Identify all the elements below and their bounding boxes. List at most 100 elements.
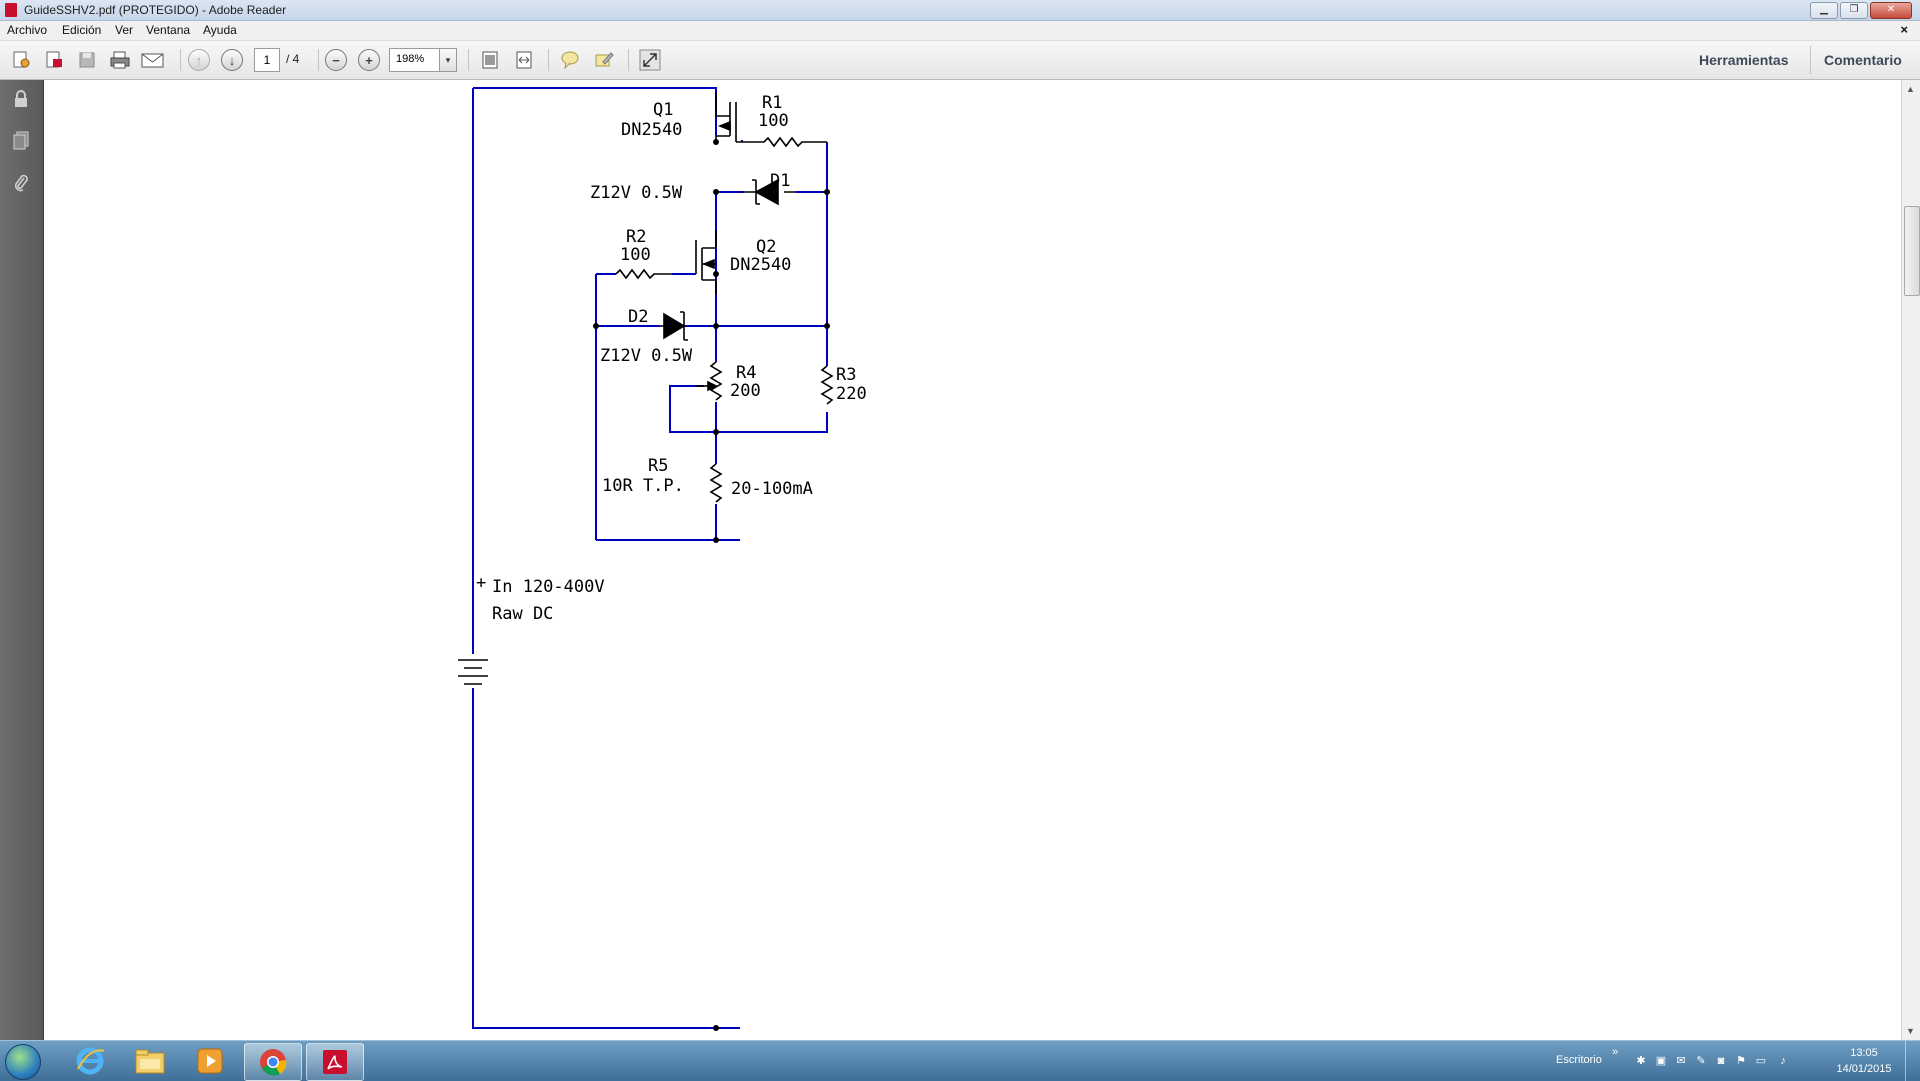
r5-value-label: 10R T.P. (602, 476, 684, 496)
q2-name-label: Q2 (756, 237, 776, 257)
expand-icon[interactable] (638, 49, 662, 71)
r3-resistor (820, 365, 834, 405)
media-player-icon[interactable] (182, 1043, 238, 1079)
d1-rating-label: Z12V 0.5W (590, 183, 683, 203)
page-number-input[interactable]: 1 (254, 48, 280, 72)
zoom-in-button[interactable]: + (357, 49, 381, 71)
r2-name-label: R2 (626, 227, 646, 247)
scroll-thumb[interactable] (1904, 206, 1920, 296)
previous-page-button[interactable]: ↑ (187, 49, 211, 71)
menu-archivo[interactable]: Archivo (7, 23, 48, 37)
lock-icon[interactable] (10, 88, 32, 110)
highlight-icon[interactable] (592, 49, 616, 71)
file-explorer-icon[interactable] (122, 1043, 178, 1079)
input-type-label: Raw DC (492, 604, 553, 624)
pages-icon[interactable] (10, 130, 32, 152)
show-desktop-button[interactable] (1905, 1041, 1920, 1081)
r5-name-label: R5 (648, 456, 668, 476)
r4-value-label: 200 (730, 381, 761, 401)
schematic-components (458, 92, 834, 685)
fit-width-icon[interactable] (512, 49, 536, 71)
scroll-up-icon[interactable]: ▲ (1906, 84, 1915, 94)
toolbar (0, 41, 1920, 80)
export-pdf-icon[interactable] (42, 49, 66, 71)
bluetooth-tray-icon[interactable]: ✉ (1676, 1055, 1686, 1067)
r3-value-label: 220 (836, 384, 867, 404)
zoom-select[interactable]: 198% ▾ (389, 48, 457, 72)
internet-explorer-icon[interactable] (62, 1043, 118, 1079)
adobe-reader-taskbar-button[interactable] (306, 1043, 364, 1081)
circuit-schematic: Q1 DN2540 R1 100 Z12V 0.5W D1 R2 100 Q2 … (458, 87, 867, 1031)
zoom-value: 198% (396, 53, 425, 65)
navigation-panel (0, 80, 44, 1040)
minimize-button[interactable]: ▁ (1810, 2, 1838, 19)
clock-time: 13:05 (1850, 1047, 1878, 1059)
update-tray-icon[interactable]: ✎ (1696, 1055, 1706, 1067)
r2-value-label: 100 (620, 245, 651, 265)
adobe-reader-icon (5, 3, 17, 17)
network-tray-icon[interactable]: ▣ (1655, 1055, 1667, 1067)
close-document-icon[interactable]: × (1900, 22, 1908, 37)
toolbar-separator (1810, 46, 1811, 74)
r1-name-label: R1 (762, 93, 782, 113)
q2-part-label: DN2540 (730, 255, 791, 275)
vertical-scrollbar[interactable]: ▲ ▼ (1901, 80, 1920, 1040)
r1-value-label: 100 (758, 111, 789, 131)
save-icon[interactable] (75, 49, 99, 71)
window-title: GuideSSHV2.pdf (PROTEGIDO) - Adobe Reade… (24, 3, 287, 17)
menu-ver[interactable]: Ver (115, 23, 134, 37)
r5-resistor (709, 463, 723, 503)
attachments-icon[interactable] (10, 172, 32, 194)
document-view[interactable]: Q1 DN2540 R1 100 Z12V 0.5W D1 R2 100 Q2 … (44, 80, 1900, 1040)
restore-button[interactable]: ❐ (1840, 2, 1868, 19)
next-page-button[interactable]: ↓ (220, 49, 244, 71)
r1-resistor (742, 136, 827, 148)
battery-plus-label: + (476, 573, 486, 593)
chevron-right-icon[interactable]: » (1612, 1046, 1619, 1058)
display-tray-icon[interactable]: ▭ (1755, 1055, 1767, 1067)
q1-arrow (717, 120, 731, 132)
start-button[interactable] (5, 1044, 41, 1080)
menu-ventana[interactable]: Ventana (146, 23, 191, 37)
chevron-down-icon[interactable]: ▾ (439, 49, 456, 71)
create-pdf-icon[interactable] (9, 49, 33, 71)
toolbar-separator (468, 49, 469, 71)
r2-resistor (615, 268, 672, 280)
schematic-junctions (593, 139, 830, 1031)
menu-ayuda[interactable]: Ayuda (203, 23, 237, 37)
email-icon[interactable] (141, 49, 165, 71)
d2-triangle (663, 312, 686, 340)
scroll-down-icon[interactable]: ▼ (1906, 1026, 1915, 1036)
current-range-label: 20-100mA (731, 479, 813, 499)
system-clock[interactable]: 13:05 14/01/2015 (1828, 1045, 1900, 1077)
desktop-toolbar-label[interactable]: Escritorio (1556, 1054, 1602, 1066)
security-tray-icon[interactable]: ◙ (1717, 1055, 1725, 1067)
chrome-taskbar-button[interactable] (244, 1043, 302, 1081)
zoom-out-button[interactable]: − (324, 49, 348, 71)
menu-bar: Archivo Edición Ver Ventana Ayuda × (0, 21, 1920, 41)
input-voltage-label: In 120-400V (492, 577, 605, 597)
tools-link[interactable]: Herramientas (1699, 52, 1789, 68)
flag-icon[interactable]: ⚑ (1736, 1055, 1746, 1067)
schematic-wires (472, 87, 828, 1029)
battery-symbol (458, 659, 488, 685)
menu-edicion[interactable]: Edición (62, 23, 102, 37)
toolbar-separator (548, 49, 549, 71)
q2-arrow (701, 258, 715, 270)
taskbar: Escritorio » ✱ ▣ ✉ ✎ ◙ ⚑ ▭ ♪ 13:05 14/01… (0, 1040, 1920, 1081)
comment-link[interactable]: Comentario (1824, 52, 1902, 68)
q1-part-label: DN2540 (621, 120, 682, 140)
r4-resistor (709, 361, 723, 401)
comment-icon[interactable] (558, 49, 582, 71)
volume-icon[interactable]: ♪ (1780, 1055, 1786, 1067)
d1-triangle (754, 178, 779, 206)
fit-page-icon[interactable] (478, 49, 502, 71)
q1-name-label: Q1 (653, 100, 673, 120)
close-window-button[interactable]: ✕ (1870, 2, 1912, 19)
q1-symbol (715, 92, 742, 143)
page-total: / 4 (286, 52, 300, 66)
r3-name-label: R3 (836, 365, 856, 385)
print-icon[interactable] (108, 49, 132, 71)
d2-name-label: D2 (628, 307, 648, 327)
antivirus-tray-icon[interactable]: ✱ (1636, 1055, 1646, 1067)
